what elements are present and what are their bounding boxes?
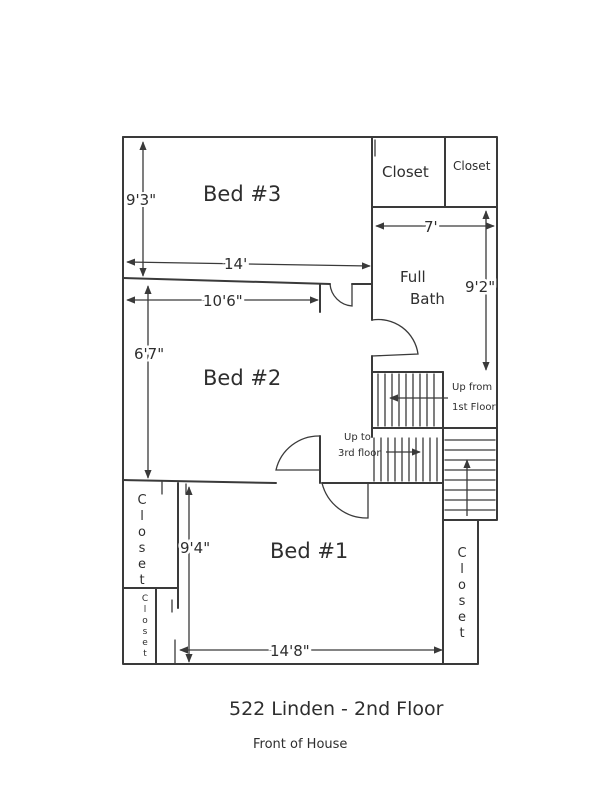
dim-bath-width: 7' <box>424 218 438 236</box>
room-label-bed2: Bed #2 <box>203 366 281 390</box>
stair-label-up-from-1: Up from <box>452 382 492 393</box>
stair-label-up-to-2: 3rd floor <box>338 448 381 459</box>
dim-bed2-height: 6'7" <box>134 345 164 363</box>
closet-label-right: Closet <box>455 546 470 642</box>
dim-bed1-height: 9'4" <box>180 539 210 557</box>
room-label-bed1: Bed #1 <box>270 539 348 563</box>
closet-label-left-lower: Closet <box>140 594 150 660</box>
dim-bed3-height: 9'3" <box>126 191 156 209</box>
stair-label-up-to-1: Up to <box>344 432 371 443</box>
room-label-bath-2: Bath <box>410 290 445 308</box>
closet-label-left-upper: Closet <box>135 493 150 589</box>
closet-label-b: Closet <box>453 159 491 173</box>
closet-label-a: Closet <box>382 163 429 181</box>
dimension-lines <box>126 141 495 663</box>
dim-bed1-width: 14'8" <box>270 642 310 660</box>
dim-bed2-width: 10'6" <box>203 292 243 310</box>
doors <box>275 283 419 519</box>
room-label-bed3: Bed #3 <box>203 182 281 206</box>
plan-title: 522 Linden - 2nd Floor <box>229 698 444 720</box>
interior-walls <box>122 136 498 665</box>
plan-subtitle: Front of House <box>253 737 347 752</box>
stairs <box>373 373 496 516</box>
dim-bath-height: 9'2" <box>465 278 495 296</box>
stair-label-up-from-2: 1st Floor <box>452 402 496 413</box>
room-label-bath-1: Full <box>400 268 426 286</box>
outer-walls <box>122 136 498 665</box>
dim-bed3-width: 14' <box>224 255 247 273</box>
